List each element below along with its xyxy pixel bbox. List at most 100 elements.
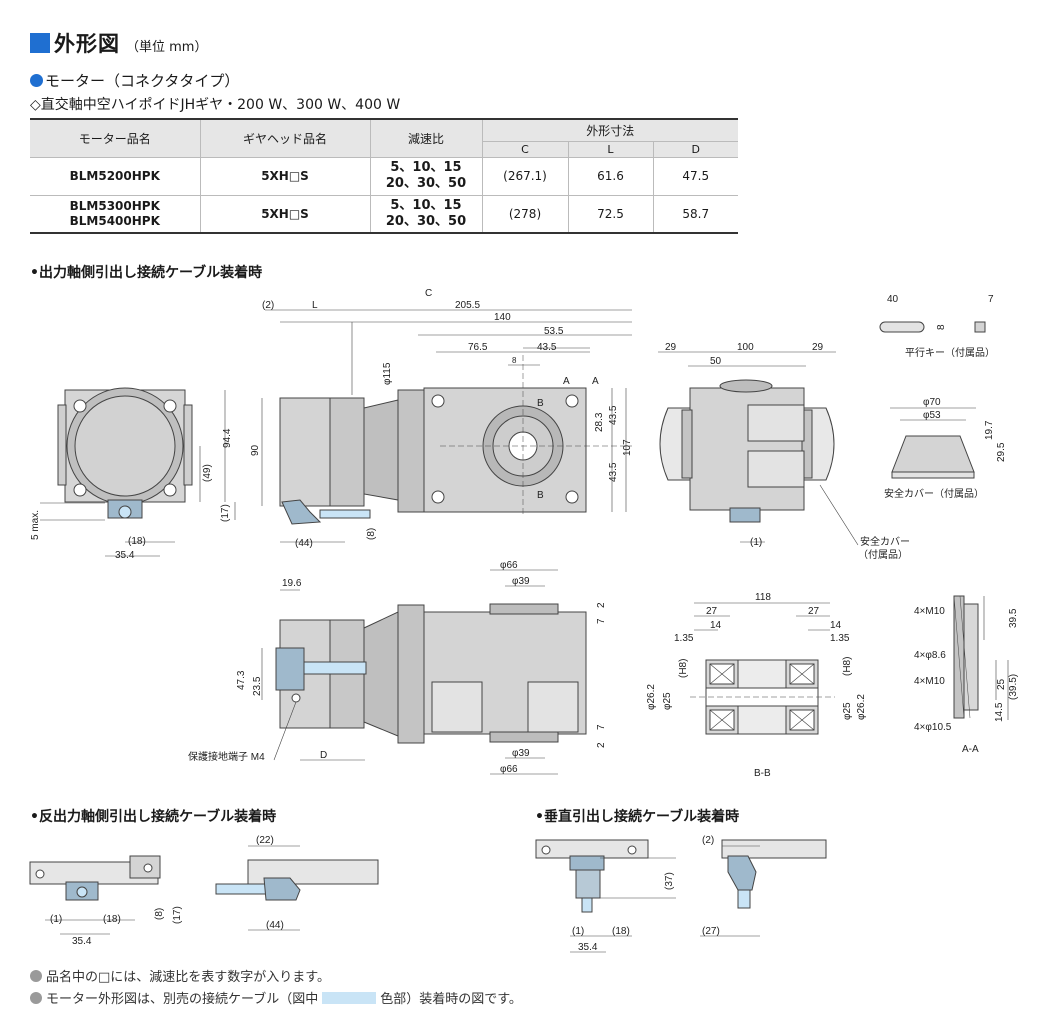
dim-label: φ70 [923,397,941,408]
dim-label: (2) [702,835,714,846]
dim-label: 53.5 [544,326,564,337]
dim-label: (2) [262,300,274,311]
ratio-line: 5、10、15 [390,160,462,175]
note-text: 色部）装着時の図です。 [380,992,522,1007]
dim-label: (1) [750,537,762,548]
dim-label: 1.35 [674,633,694,644]
dim-label: 76.5 [468,342,488,353]
dim-label: (18) [128,536,146,547]
header-ratio: 減速比 [369,119,482,158]
section-mark: A [563,376,570,387]
dim-label: 27 [706,606,718,617]
dim-c: (278) [481,195,568,234]
dim-label: 39.5 [1008,608,1019,628]
dim-label: 25 [996,678,1007,690]
dim-label: φ66 [500,560,518,571]
section-subtitle: ◇直交軸中空ハイポイドJHギヤ・200 W、300 W、400 W [30,97,401,113]
dim-label: 7 [596,724,607,730]
dim-label: (17) [172,906,183,924]
dim-label: φ115 [382,362,393,385]
accessory-label: 安全カバー（付属品） [884,487,984,500]
note-1: 品名中の□には、減速比を表す数字が入ります。 [30,966,330,985]
gearhead-end-view [658,351,859,546]
dim-label: 94.4 [222,428,233,448]
dim-label: (37) [664,872,675,890]
dim-l: 61.6 [567,157,653,196]
dim-label: 14 [830,620,842,631]
dim-label: 107 [622,439,633,456]
title-square-icon [30,33,50,53]
dim-label: 4×M10 [914,606,945,617]
note-bullet-icon [30,991,42,1004]
section-mark: B [537,490,544,501]
note-text: 品名中の□には、減速比を表す数字が入ります。 [46,970,330,985]
dim-label: 100 [737,342,754,353]
ratio-line: 20、30、50 [385,176,467,191]
dim-label: 4×φ10.5 [914,722,952,733]
dim-label: 29 [665,342,677,353]
dim-label: (22) [256,835,274,846]
section-label: B-B [754,768,771,779]
dim-label: 19.6 [282,578,302,589]
title-unit: （単位 mm） [126,39,208,55]
dim-label: 14 [710,620,722,631]
dim-label: φ25 [842,702,853,720]
note-bullet-icon [30,969,42,982]
ratio-line: 5、10、15 [390,197,462,213]
dim-label: φ25 [662,692,673,710]
ratio-line: 20、30、50 [385,213,467,229]
dim-label: (17) [220,504,231,522]
dim-label: (1) [50,914,62,925]
heading-output-side: •出力軸側引出し接続ケーブル装着時 [30,265,263,281]
dim-label: 28.3 [594,412,605,432]
safety-cover [890,407,976,479]
dim-label: 27 [808,606,820,617]
section-mark: B [537,398,544,409]
dim-label: 23.5 [252,676,263,696]
dim-label: 29.5 [996,442,1007,462]
dim-label: 205.5 [455,300,480,311]
dim-label: 19.7 [984,420,995,440]
dim-label: 4×M10 [914,676,945,687]
dim-label: 140 [494,312,511,323]
spec-table: モーター品名 ギヤヘッド品名 減速比 外形寸法 C L D BLM5200HPK… [30,118,738,234]
dim-label: φ39 [512,748,530,759]
dim-label: 35.4 [115,550,135,561]
header-dims: 外形寸法 [481,119,738,142]
dim-label: 2 [596,742,607,748]
dim-label: (H8) [842,657,853,676]
dim-label: 5 max. [30,510,41,540]
dim-label: 2 [596,602,607,608]
dim-label: 安全カバー [860,535,910,548]
cable-color-swatch [322,991,377,1004]
dim-label: (39.5) [1008,674,1019,700]
heading-opposite-side: •反出力軸側引出し接続ケーブル装着時 [30,809,277,825]
dim-label: 4×φ8.6 [914,650,946,661]
dim-d: 58.7 [652,195,738,234]
dim-label: 50 [710,356,722,367]
section-label: A-A [962,744,979,755]
accessory-label: 平行キー（付属品） [905,346,995,359]
section-mark: A [592,376,599,387]
motor-name: BLM5200HPK [69,168,160,183]
dim-label: 40 [887,294,899,305]
dim-label: (49) [202,464,213,482]
dim-label: C [425,288,432,299]
dim-label: (H8) [678,659,689,678]
dim-c: (267.1) [481,157,568,196]
dim-label: （付属品） [858,548,908,561]
dim-label: (44) [295,538,313,549]
dim-label: (27) [702,926,720,937]
gear-name: 5XH□S [199,195,370,234]
dim-label: φ53 [923,410,941,421]
dim-label: 35.4 [72,936,92,947]
dim-label: D [320,750,327,761]
terminal-label: 保護接地端子 M4 [188,750,265,763]
dim-label: (8) [366,528,377,540]
dim-d: 47.5 [652,157,738,196]
header-motor: モーター品名 [30,119,200,158]
header-l: L [567,141,653,158]
